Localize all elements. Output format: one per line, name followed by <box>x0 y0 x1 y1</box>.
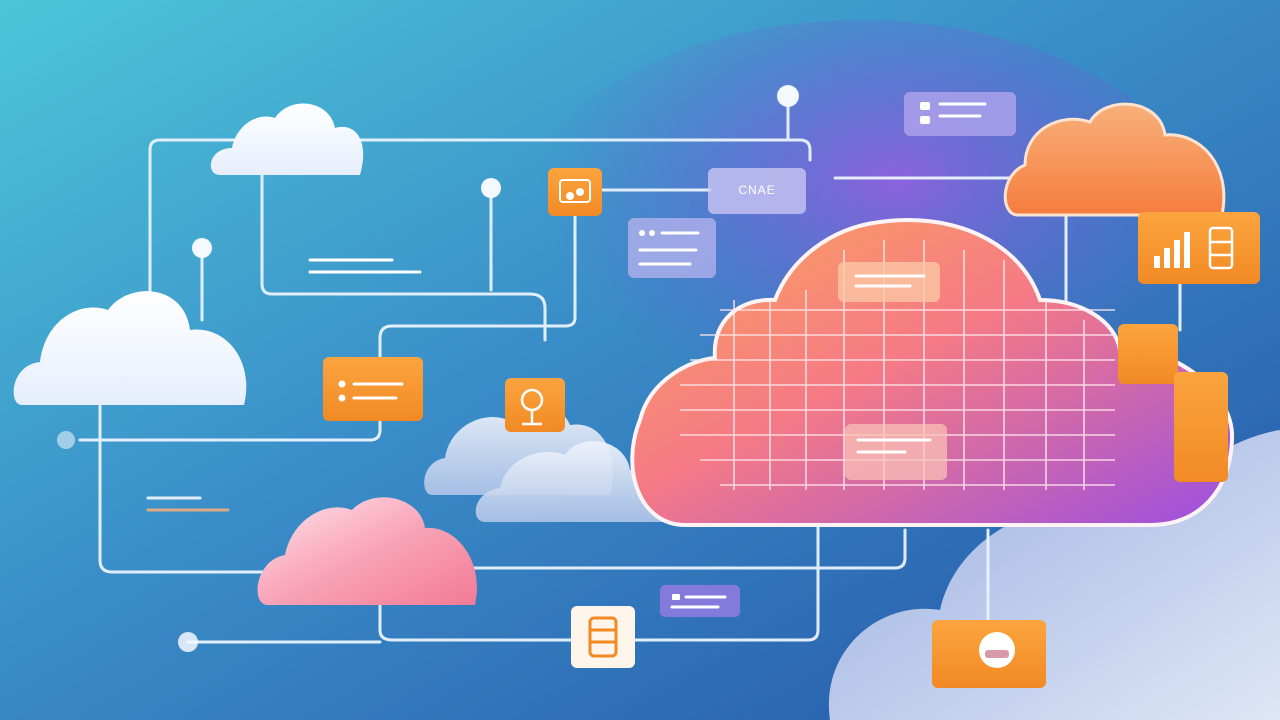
info-card-lines-left <box>146 258 422 512</box>
cloud-grid <box>680 240 1115 490</box>
lightbulb-icon <box>505 378 565 432</box>
cloud-pale-middle <box>424 404 683 522</box>
info-card-bottom <box>660 585 740 617</box>
side-block-lower <box>1174 372 1228 482</box>
cloud-white-top <box>210 103 364 175</box>
cloud-orange-top-right <box>1003 102 1226 217</box>
side-block-upper <box>1118 324 1178 384</box>
user-icon <box>932 620 1046 688</box>
bar-chart-icon <box>1138 212 1260 284</box>
cloud-main <box>630 218 1235 527</box>
info-card-top <box>904 92 1016 136</box>
connector-nodes <box>57 85 799 652</box>
database-icon <box>571 606 635 668</box>
cloud-white-left <box>13 291 247 405</box>
list-icon <box>323 357 423 421</box>
cloud-pink-bottom <box>257 497 477 605</box>
info-card-chip: CNAE <box>708 168 806 214</box>
chip-label: CNAE <box>738 183 775 197</box>
photos-icon <box>548 168 602 216</box>
info-card-middle <box>628 218 716 278</box>
server-icon <box>1208 226 1234 270</box>
cloud-panel-top <box>838 262 940 302</box>
